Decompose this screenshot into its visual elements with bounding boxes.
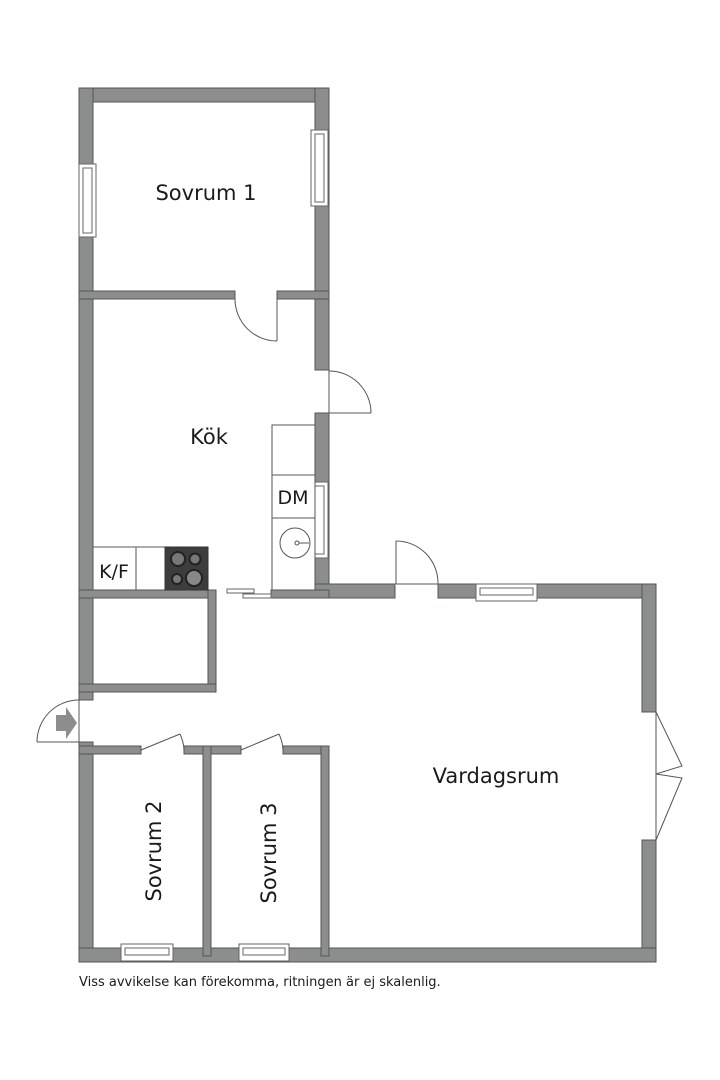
wall-top [78,87,330,103]
wall-sovrum2-3-divider [202,745,212,957]
wall-sovrum3-right [320,745,330,957]
wall-left-upper [78,87,94,701]
sliding-door-kok[interactable] [226,588,272,599]
window-sovrum3 [238,943,290,962]
counter-right-top [271,424,316,476]
window-sovrum2 [120,943,174,962]
entrance-arrow-icon [56,707,77,739]
counter-dm [271,474,316,519]
window-sovrum1-left [78,163,97,238]
appliance-label-kf: K/F [99,561,129,583]
wall-top-vardagsrum-b [437,583,657,599]
door-kok-exterior[interactable] [328,370,372,414]
wall-sovrum1-kok-right [276,290,330,300]
wall-right-upper [641,583,657,713]
wall-closet-bottom [78,683,217,693]
appliance-label-dm: DM [277,487,308,509]
door-sovrum1[interactable] [234,298,278,342]
wall-right-lower [641,839,657,963]
sink-icon [279,527,311,559]
wall-kok-bottom [78,589,217,599]
wall-closet-right [207,589,217,693]
double-door-vardagsrum[interactable] [655,711,683,841]
stove-icon [164,546,209,591]
wall-sovrum2-top-right [183,745,242,755]
wall-sovrum2-top-left [78,745,142,755]
room-label-sovrum1: Sovrum 1 [155,181,256,205]
room-label-sovrum2: Sovrum 2 [142,800,166,901]
door-sovrum3[interactable] [240,733,284,751]
counter-sink [271,517,316,591]
room-label-sovrum3: Sovrum 3 [257,802,281,903]
wall-kok-right-stub [270,589,330,599]
wall-left-lower [78,741,94,963]
room-label-kok: Kök [190,425,229,449]
window-sovrum1-right [310,129,329,207]
door-entrance[interactable] [36,699,80,743]
disclaimer-text: Viss avvikelse kan förekomma, ritningen … [79,975,441,990]
room-label-vardagsrum: Vardagsrum [433,764,560,788]
door-vardagsrum-top[interactable] [395,540,439,585]
counter-mid [135,546,166,591]
counter-kf [92,546,137,591]
wall-bottom [78,947,657,963]
window-vardagsrum-top [475,583,538,602]
door-sovrum2[interactable] [140,733,185,751]
wall-sovrum1-kok-left [78,290,236,300]
